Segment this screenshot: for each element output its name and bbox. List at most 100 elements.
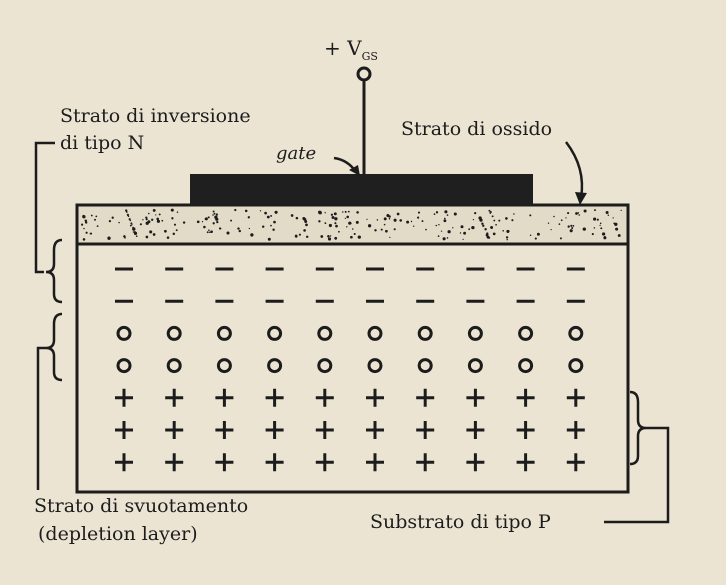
- oxide-speckle: [440, 230, 443, 232]
- oxide-speckle: [417, 216, 420, 219]
- oxide-speckle: [334, 222, 337, 225]
- oxide-speckle: [208, 229, 210, 231]
- oxide-speckle: [139, 223, 142, 226]
- depletion-label-line2: (depletion layer): [38, 523, 198, 545]
- oxide-speckle: [347, 210, 350, 213]
- oxide-speckle: [132, 227, 136, 231]
- oxide-speckle: [219, 227, 222, 230]
- oxide-speckle: [161, 219, 164, 222]
- oxide-speckle: [215, 213, 219, 216]
- oxide-speckle: [380, 228, 383, 231]
- oxide-speckle: [553, 215, 555, 218]
- oxide-speckle: [511, 219, 514, 222]
- oxide-speckle: [437, 235, 440, 237]
- oxide-speckle: [96, 225, 99, 228]
- oxide-speckle: [158, 213, 161, 216]
- oxide-speckle: [85, 231, 88, 234]
- oxide-speckle: [443, 219, 447, 223]
- oxide-speckle: [612, 217, 614, 219]
- oxide-speckle: [547, 222, 550, 224]
- oxide-speckle: [355, 220, 359, 224]
- oxide-speckle: [124, 236, 126, 239]
- oxide-speckle: [425, 228, 427, 231]
- hole-charge: [215, 421, 234, 439]
- oxide-speckle: [620, 209, 622, 212]
- oxide-speckle: [266, 215, 270, 219]
- oxide-speckle: [176, 211, 179, 213]
- oxide-speckle: [571, 226, 574, 230]
- oxide-speckle: [593, 227, 596, 229]
- oxide-speckle: [128, 218, 131, 221]
- oxide-speckle: [594, 209, 596, 212]
- hole-charge: [366, 388, 384, 407]
- oxide-speckle: [270, 214, 273, 217]
- oxide-speckle: [481, 222, 484, 225]
- oxide-speckle: [324, 222, 327, 225]
- oxide-speckle: [304, 220, 308, 223]
- oxide-speckle: [156, 217, 160, 221]
- oxide-speckle: [334, 217, 338, 221]
- oxide-speckle: [474, 212, 477, 215]
- vgs-label: + VGS: [324, 36, 378, 69]
- oxide-speckle: [261, 225, 265, 228]
- hole-charge: [416, 453, 435, 472]
- oxide-speckle: [479, 218, 483, 222]
- oxide-speckle: [118, 221, 120, 224]
- oxide-speckle: [171, 217, 174, 220]
- depleted-acceptor-charge: [367, 325, 383, 341]
- depleted-acceptor-charge: [166, 358, 182, 374]
- depleted-acceptor-charge: [367, 358, 383, 374]
- oxide-speckle: [513, 213, 515, 215]
- oxide-speckle: [506, 238, 508, 241]
- oxide-speckle: [324, 212, 326, 214]
- oxide-speckle: [357, 235, 361, 239]
- oxide-speckle: [173, 223, 177, 226]
- oxide-speckle: [601, 232, 606, 236]
- oxide-speckle: [493, 219, 496, 222]
- oxide-speckle: [616, 229, 618, 231]
- oxide-speckle: [570, 224, 573, 227]
- oxide-speckle: [488, 209, 491, 212]
- oxide-speckle: [505, 236, 509, 239]
- hole-charge: [416, 388, 435, 407]
- depleted-acceptor-charge: [417, 358, 433, 374]
- oxide-speckle: [603, 235, 606, 238]
- oxide-speckle: [212, 214, 214, 216]
- hole-charge: [115, 388, 133, 407]
- oxide-speckle: [335, 224, 338, 228]
- oxide-speckle: [148, 212, 150, 215]
- oxide-speckle: [447, 230, 451, 234]
- oxide-speckle: [259, 210, 262, 212]
- oxide-speckle: [366, 218, 368, 221]
- oxide-speckle: [244, 209, 248, 213]
- oxide-speckle: [433, 213, 436, 215]
- oxide-speckle: [446, 214, 449, 216]
- oxide-speckle: [210, 230, 213, 233]
- depleted-acceptor-charge: [518, 325, 534, 341]
- oxide-speckle: [207, 216, 210, 219]
- oxide-speckle: [127, 215, 130, 218]
- oxide-speckle: [410, 220, 413, 223]
- oxide-speckle: [560, 219, 563, 222]
- oxide-speckle: [383, 217, 387, 221]
- oxide-speckle: [305, 223, 308, 227]
- oxide-speckle: [129, 219, 131, 222]
- oxide-speckle: [85, 221, 88, 224]
- oxide-speckle: [582, 227, 586, 231]
- hole-charge: [516, 421, 535, 439]
- oxide-speckle: [318, 220, 321, 223]
- depleted-acceptor-charge: [568, 358, 584, 374]
- oxide-speckle: [330, 213, 334, 216]
- oxide-speckle: [89, 233, 91, 235]
- hole-charge: [466, 388, 485, 407]
- oxide-speckle: [351, 228, 354, 230]
- hole-charge: [315, 453, 334, 472]
- oxide-speckle: [212, 210, 215, 213]
- hole-charge: [466, 453, 485, 472]
- oxide-speckle: [421, 220, 424, 223]
- hole-charge: [516, 453, 535, 472]
- oxide-speckle: [331, 216, 335, 219]
- oxide-speckle: [484, 227, 487, 231]
- oxide-speckle: [435, 211, 439, 214]
- oxide-speckle: [529, 214, 532, 217]
